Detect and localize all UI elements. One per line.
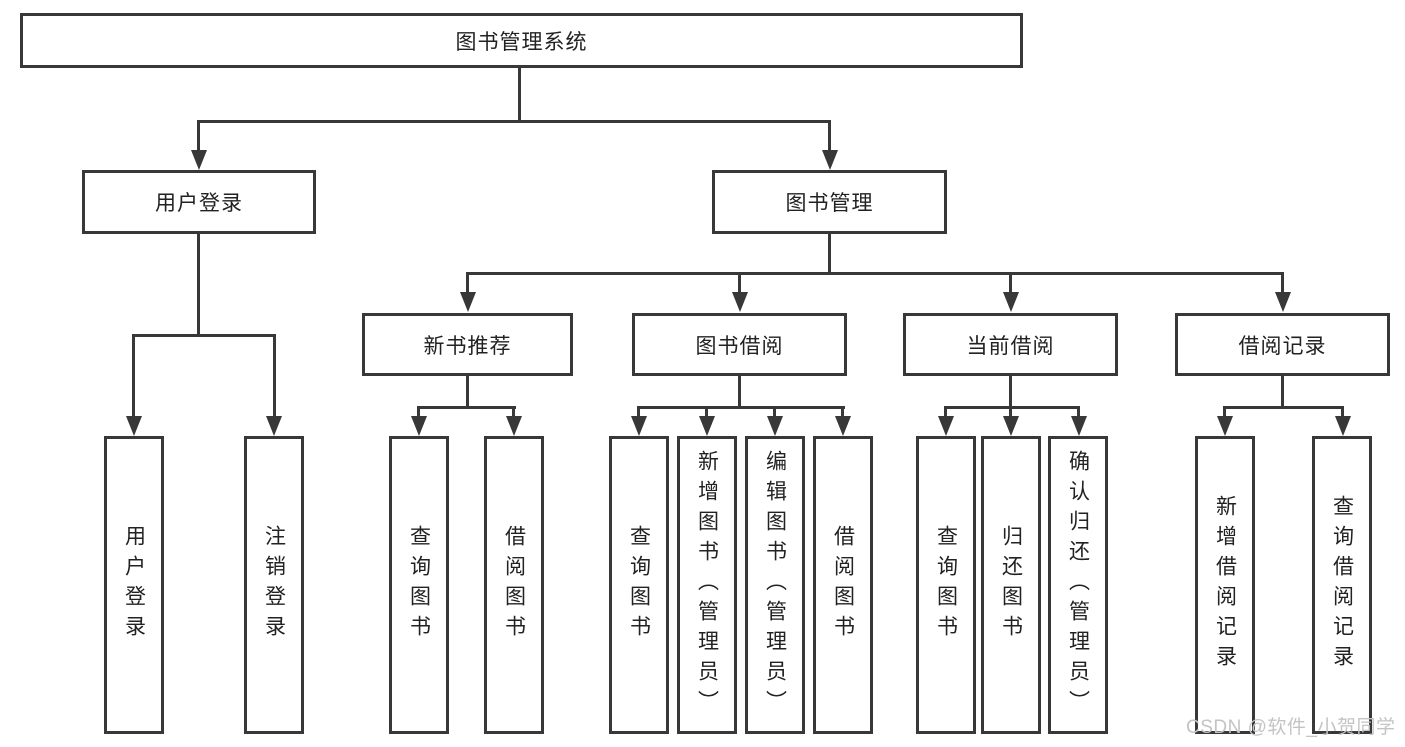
arrow-down-icon xyxy=(767,416,783,436)
leaf-confirm-return-admin-label: 确认归还（管理员） xyxy=(1066,450,1090,720)
connector-line xyxy=(637,406,845,409)
node-new-book-recommend-label: 新书推荐 xyxy=(423,334,512,358)
leaf-add-borrow-record: 新增借阅记录 xyxy=(1195,436,1255,734)
leaf-return-book: 归还图书 xyxy=(981,436,1041,734)
leaf-recommend-query-books-label: 查询图书 xyxy=(407,525,431,645)
arrow-down-icon xyxy=(506,416,522,436)
arrow-down-icon xyxy=(460,292,476,312)
connector-line xyxy=(944,406,947,418)
node-user-login: 用户登录 xyxy=(82,170,316,234)
connector-line xyxy=(132,334,135,418)
connector-line xyxy=(466,376,469,409)
node-current-borrow: 当前借阅 xyxy=(903,313,1118,376)
arrow-down-icon xyxy=(1275,292,1291,312)
leaf-logout: 注销登录 xyxy=(244,436,304,734)
connector-line xyxy=(944,406,1080,409)
node-user-login-label: 用户登录 xyxy=(155,192,243,215)
connector-line xyxy=(1009,272,1012,294)
connector-line xyxy=(1223,406,1226,418)
arrow-down-icon xyxy=(1217,416,1233,436)
arrow-down-icon xyxy=(1003,416,1019,436)
connector-line xyxy=(512,406,515,418)
leaf-current-query-books: 查询图书 xyxy=(916,436,976,734)
leaf-return-book-label: 归还图书 xyxy=(999,525,1023,645)
node-current-borrow-label: 当前借阅 xyxy=(966,334,1055,358)
connector-line xyxy=(1281,272,1284,294)
arrow-down-icon xyxy=(732,292,748,312)
leaf-edit-book-admin: 编辑图书（管理员） xyxy=(745,436,805,734)
node-book-borrow-label: 图书借阅 xyxy=(695,334,784,358)
arrow-down-icon xyxy=(699,416,715,436)
arrow-down-icon xyxy=(126,416,142,436)
connector-line xyxy=(1223,406,1344,409)
node-new-book-recommend: 新书推荐 xyxy=(362,313,573,376)
connector-line xyxy=(738,272,741,294)
connector-line xyxy=(1341,406,1344,418)
node-borrow-records-label: 借阅记录 xyxy=(1238,334,1327,358)
arrow-down-icon xyxy=(938,416,954,436)
connector-line xyxy=(738,376,741,409)
leaf-recommend-query-books: 查询图书 xyxy=(389,436,449,734)
leaf-add-book-admin-label: 新增图书（管理员） xyxy=(695,450,719,720)
connector-line xyxy=(417,406,516,409)
arrow-down-icon xyxy=(835,416,851,436)
node-borrow-records: 借阅记录 xyxy=(1175,313,1390,376)
leaf-query-borrow-record: 查询借阅记录 xyxy=(1312,436,1372,734)
leaf-add-borrow-record-label: 新增借阅记录 xyxy=(1213,495,1237,675)
arrow-down-icon xyxy=(631,416,647,436)
leaf-borrow-query-books-label: 查询图书 xyxy=(627,525,651,645)
leaf-recommend-borrow-books-label: 借阅图书 xyxy=(502,525,526,645)
arrow-down-icon xyxy=(411,416,427,436)
leaf-confirm-return-admin: 确认归还（管理员） xyxy=(1048,436,1108,734)
leaf-add-book-admin: 新增图书（管理员） xyxy=(677,436,737,734)
node-root-label: 图书管理系统 xyxy=(455,30,588,54)
arrow-down-icon xyxy=(1071,416,1087,436)
leaf-current-query-books-label: 查询图书 xyxy=(934,525,958,645)
arrow-down-icon xyxy=(1003,292,1019,312)
leaf-query-borrow-record-label: 查询借阅记录 xyxy=(1330,495,1354,675)
connector-line xyxy=(1077,406,1080,418)
connector-line xyxy=(773,406,776,418)
connector-line xyxy=(1009,406,1012,418)
connector-line xyxy=(132,334,276,337)
node-book-borrow: 图书借阅 xyxy=(632,313,847,376)
connector-line xyxy=(705,406,708,418)
connector-line xyxy=(828,120,831,154)
connector-line xyxy=(273,334,276,418)
connector-line xyxy=(841,406,844,418)
arrow-down-icon xyxy=(1335,416,1351,436)
leaf-user-login-label: 用户登录 xyxy=(122,525,146,645)
connector-line xyxy=(197,120,831,123)
connector-line xyxy=(518,68,521,123)
arrow-down-icon xyxy=(191,150,207,170)
connector-line xyxy=(637,406,640,418)
leaf-edit-book-admin-label: 编辑图书（管理员） xyxy=(763,450,787,720)
csdn-watermark: CSDN @软件_小贺同学 xyxy=(1186,717,1396,738)
connector-line xyxy=(1009,376,1012,409)
connector-line xyxy=(1281,376,1284,409)
connector-line xyxy=(197,120,200,154)
leaf-borrow-borrow-books: 借阅图书 xyxy=(813,436,873,734)
connector-line xyxy=(417,406,420,418)
leaf-borrow-borrow-books-label: 借阅图书 xyxy=(831,525,855,645)
leaf-borrow-query-books: 查询图书 xyxy=(609,436,669,734)
leaf-user-login: 用户登录 xyxy=(104,436,164,734)
node-root: 图书管理系统 xyxy=(20,13,1023,68)
node-book-management-label: 图书管理 xyxy=(785,192,874,215)
connector-line xyxy=(466,272,1284,275)
connector-line xyxy=(197,234,200,337)
arrow-down-icon xyxy=(266,416,282,436)
leaf-recommend-borrow-books: 借阅图书 xyxy=(484,436,544,734)
node-book-management: 图书管理 xyxy=(712,170,947,234)
connector-line xyxy=(466,272,469,294)
leaf-logout-label: 注销登录 xyxy=(262,525,286,645)
arrow-down-icon xyxy=(822,150,838,170)
connector-line xyxy=(828,234,831,275)
